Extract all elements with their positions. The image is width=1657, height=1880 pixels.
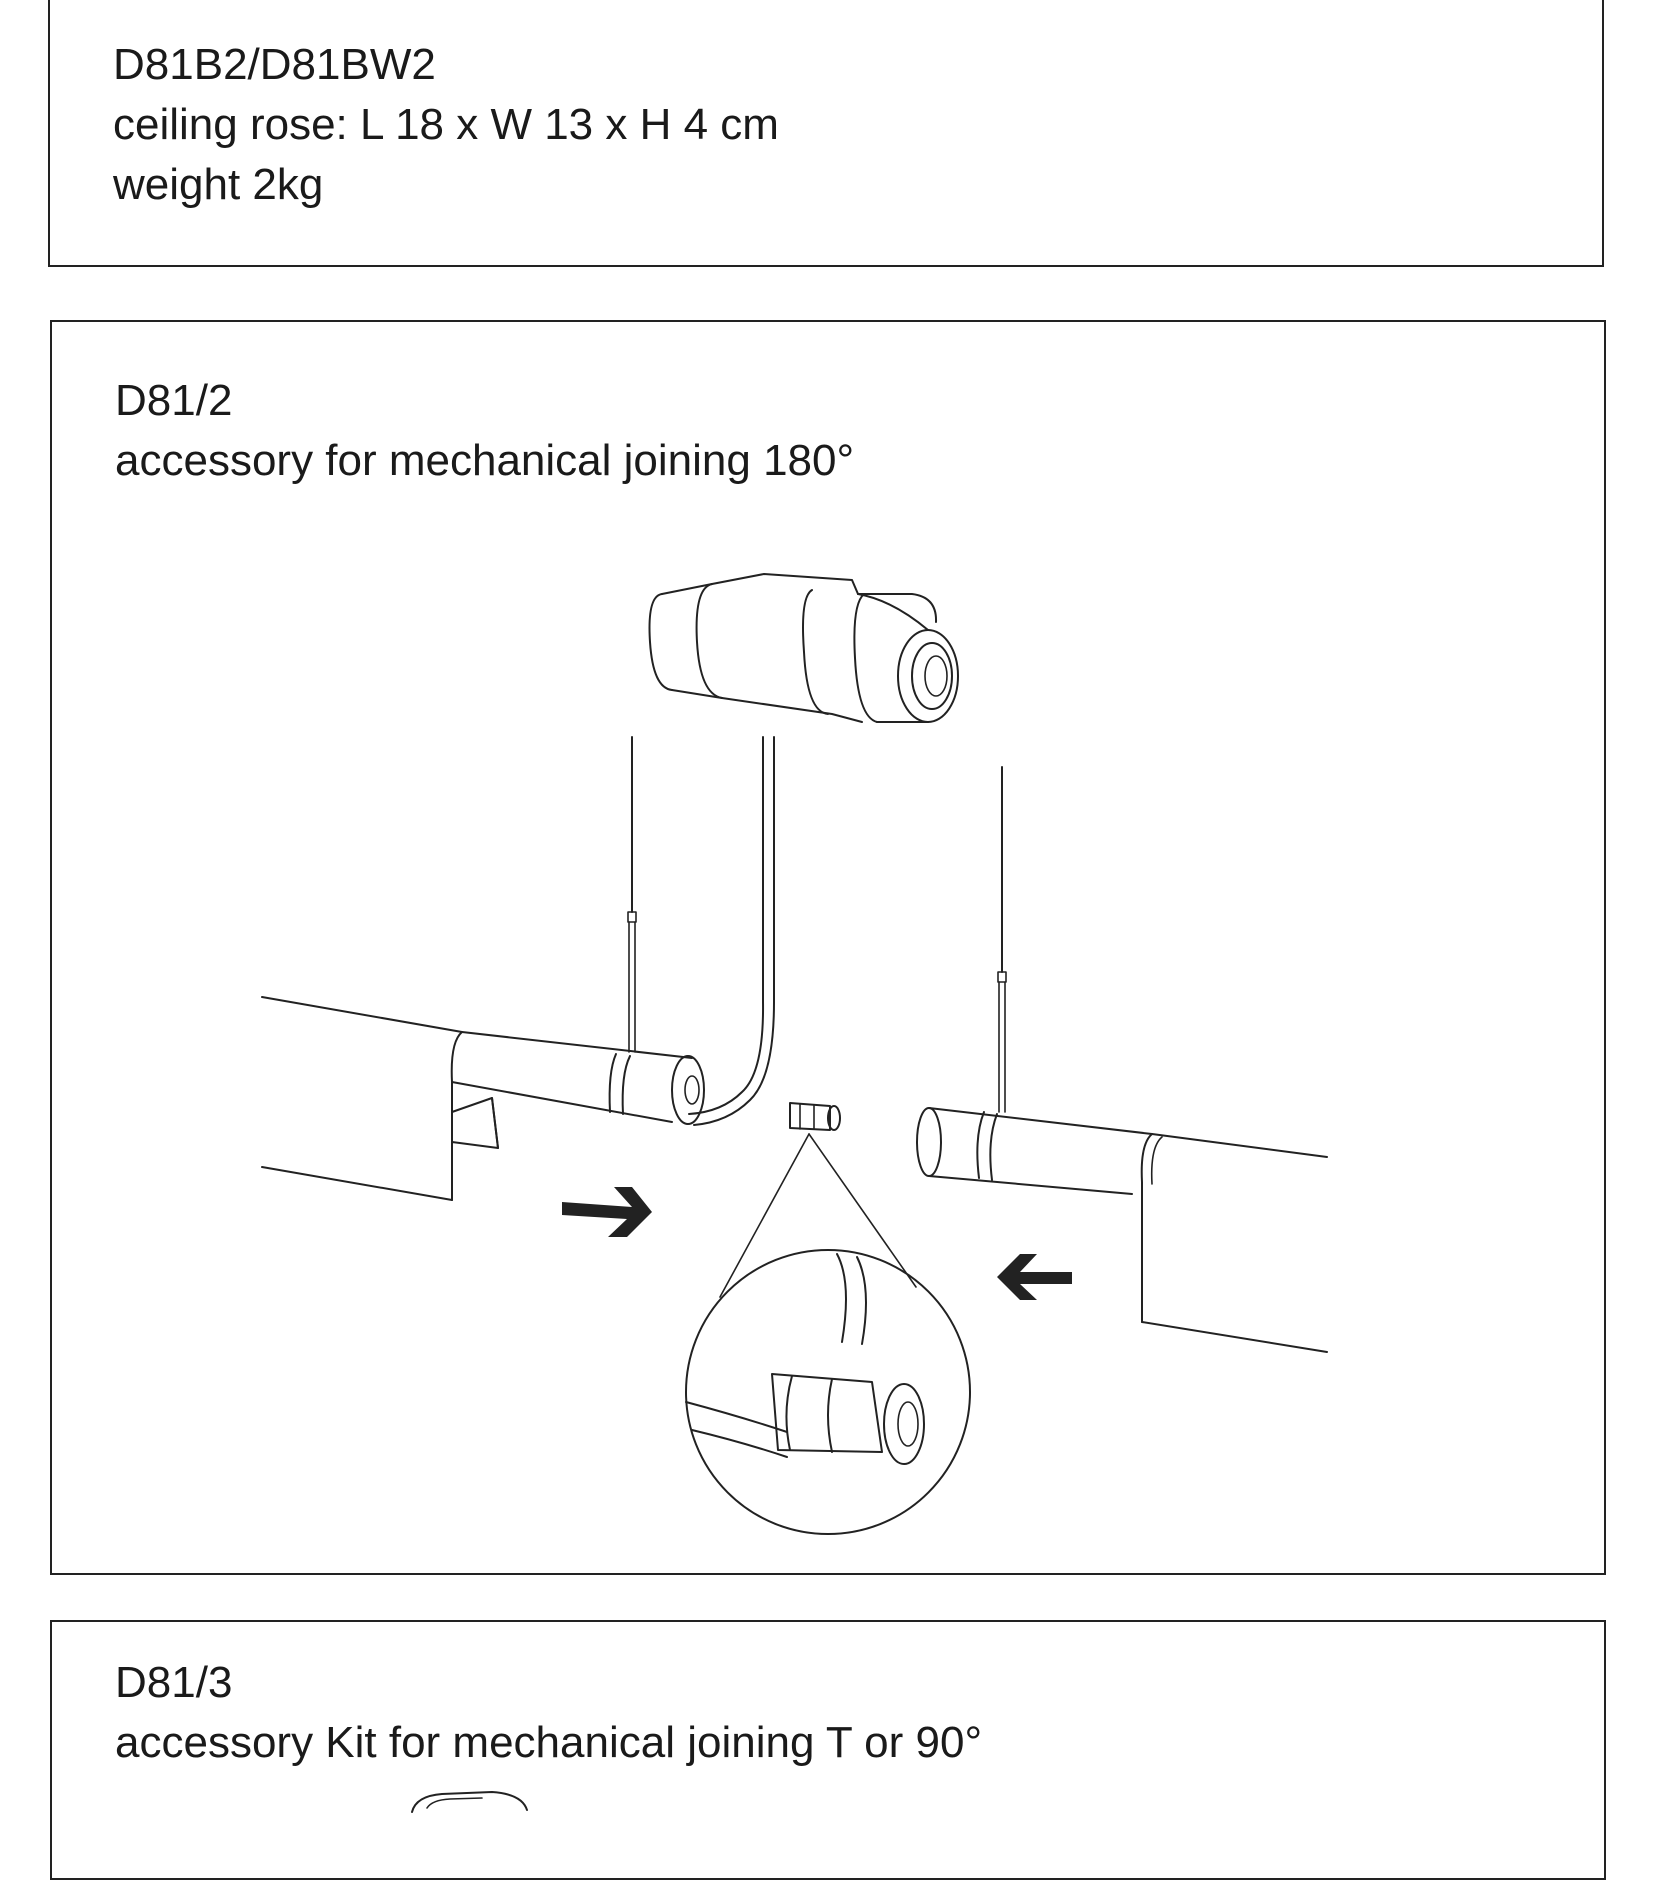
- product-box-joining-180: D81/2 accessory for mechanical joining 1…: [50, 320, 1606, 1575]
- small-connector-illustration: [789, 1102, 841, 1131]
- joining-t-90-illustration-partial: [411, 1791, 528, 1813]
- arrow-left-icon: [997, 1254, 1072, 1300]
- product-code: D81B2/D81BW2: [113, 40, 436, 89]
- suspension-cables: [627, 736, 1007, 1126]
- left-profile-illustration: [261, 996, 705, 1201]
- product-box-ceiling-rose: D81B2/D81BW2 ceiling rose: L 18 x W 13 x…: [48, 0, 1604, 267]
- dimensions-text: ceiling rose: L 18 x W 13 x H 4 cm: [113, 100, 779, 149]
- description-text: accessory Kit for mechanical joining T o…: [115, 1718, 983, 1767]
- weight-text: weight 2kg: [113, 160, 324, 209]
- joining-180-illustration: [261, 573, 1328, 1535]
- detail-magnifier: [685, 1133, 971, 1535]
- connector-sleeve-illustration: [648, 573, 959, 723]
- right-profile-illustration: [916, 1107, 1328, 1353]
- product-box-joining-t-90: D81/3 accessory Kit for mechanical joini…: [50, 1620, 1606, 1880]
- arrow-right-icon: [562, 1187, 652, 1237]
- description-text: accessory for mechanical joining 180°: [115, 436, 855, 485]
- product-code: D81/2: [115, 376, 233, 425]
- product-code: D81/3: [115, 1658, 233, 1707]
